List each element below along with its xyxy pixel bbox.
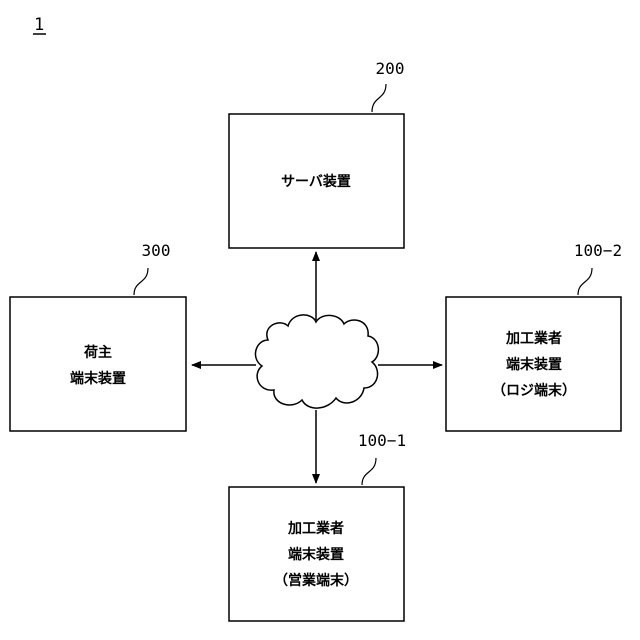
processor-sales-label-line3: （営業端末） (274, 572, 358, 589)
processor-logi-label-line2: 端末装置 (506, 356, 562, 373)
processor-sales-label-line1: 加工業者 (287, 520, 344, 537)
processor-sales-label-line2: 端末装置 (288, 546, 344, 563)
processor-logi-label-line1: 加工業者 (505, 330, 562, 347)
cloud-icon (255, 315, 378, 408)
shipper-label-line1: 荷主 (83, 344, 112, 361)
shipper-ref: 300 (142, 241, 171, 260)
processor-sales-leader-line (362, 458, 376, 485)
server-leader-line (372, 84, 386, 112)
shipper-box (10, 297, 186, 431)
processor-logi-leader-line (578, 268, 592, 295)
shipper-leader-line (134, 268, 148, 295)
server-ref: 200 (376, 59, 405, 78)
processor-logi-ref: 100−2 (574, 241, 622, 260)
processor-sales-ref: 100−1 (358, 431, 406, 450)
figure-label: 1 (34, 15, 44, 35)
server-label: サーバ装置 (281, 173, 351, 190)
processor-logi-label-line3: （ロジ端末） (492, 382, 576, 399)
shipper-label-line2: 端末装置 (70, 370, 126, 387)
